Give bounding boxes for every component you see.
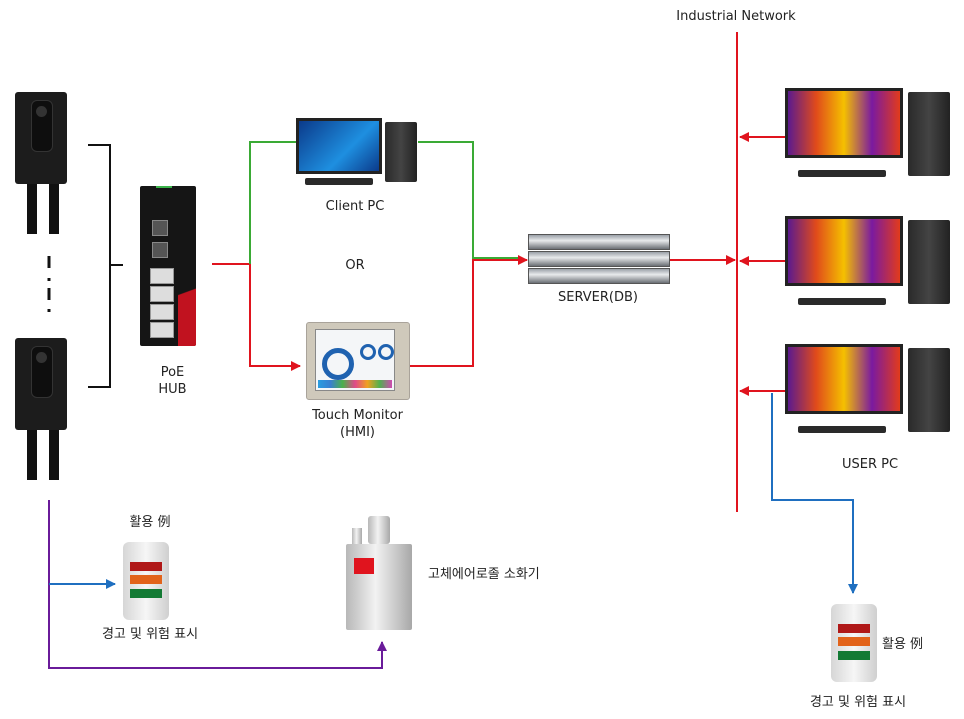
user-pc-keyboard-2	[798, 298, 886, 305]
warning-tower-light-left	[123, 542, 169, 620]
hmi-label-line2: (HMI)	[340, 425, 375, 440]
user-pc-tower-1	[908, 92, 950, 176]
client-pc-label: Client PC	[325, 199, 385, 214]
red-link-hmi-server	[410, 255, 528, 367]
user-pc-tower-2	[908, 220, 950, 304]
hmi-label: Touch Monitor (HMI)	[300, 407, 415, 441]
user-pc-keyboard-1	[798, 170, 886, 177]
client-pc-monitor	[296, 118, 382, 174]
industrial-network-label: Industrial Network	[676, 9, 796, 24]
warning-label-left: 경고 및 위험 표시	[101, 627, 199, 642]
green-link-client	[249, 141, 520, 264]
user-pc-monitor-1	[785, 88, 903, 158]
hub-label-line1: PoE	[160, 365, 185, 380]
sensor-bracket	[88, 144, 123, 388]
hub-label: PoE HUB	[150, 364, 195, 398]
user-pc-keyboard-3	[798, 426, 886, 433]
server-rack	[528, 234, 670, 284]
warning-tower-light-right	[831, 604, 877, 682]
thermal-sensor-top	[15, 92, 67, 234]
user-pc-monitor-2	[785, 216, 903, 286]
warning-label-right: 경고 및 위험 표시	[809, 695, 907, 710]
blue-link-right	[771, 393, 858, 594]
user-pc-monitor-3	[785, 344, 903, 414]
extinguisher-label: 고체에어로졸 소화기	[428, 567, 540, 582]
or-label: OR	[345, 258, 365, 273]
aerosol-extinguisher	[346, 516, 414, 632]
user-pc-label: USER PC	[841, 457, 899, 472]
hub-label-line2: HUB	[158, 382, 187, 397]
thermal-sensor-bottom	[15, 338, 67, 480]
user-pc-tower-3	[908, 348, 950, 432]
usage-example-label-left: 활용 例	[129, 515, 171, 530]
poe-hub-device	[140, 186, 196, 346]
server-label: SERVER(DB)	[558, 290, 638, 305]
usage-example-label-right: 활용 例	[882, 637, 924, 652]
hmi-touch-monitor	[306, 322, 410, 400]
red-link-hmi	[249, 264, 301, 371]
hmi-label-line1: Touch Monitor	[312, 408, 403, 423]
client-pc-tower	[385, 122, 417, 182]
client-pc-keyboard	[305, 178, 373, 185]
